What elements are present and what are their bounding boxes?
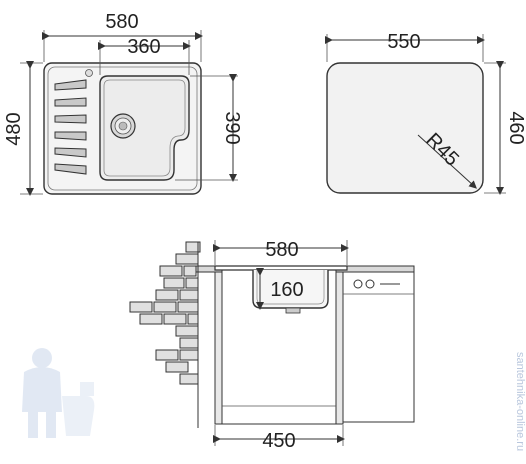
- dimension-label-height: 480: [3, 112, 25, 145]
- drain-icon: [110, 113, 136, 139]
- watermark-plumber-logo: [22, 348, 95, 438]
- cutout-template-view: [325, 34, 506, 195]
- drainboard-ribs: [54, 79, 87, 175]
- sink-bowl: [99, 75, 190, 181]
- dimension-label-cutout-width: 550: [387, 31, 420, 53]
- dimension-label-sink-width: 580: [265, 239, 298, 261]
- knob-icon: [365, 279, 375, 289]
- brick-wall: [129, 241, 201, 385]
- tap-hole-icon: [85, 69, 93, 77]
- dimension-label-cabinet-width: 450: [262, 430, 295, 452]
- sink-top-view: [20, 30, 238, 196]
- watermark-text: santehnika-online.ru: [514, 352, 526, 451]
- dimension-label-width: 580: [105, 11, 138, 33]
- dimension-label-bowl-width: 360: [127, 36, 160, 58]
- dimension-label-bowl-height: 390: [221, 111, 243, 144]
- dimension-label-bowl-depth: 160: [270, 279, 303, 301]
- knob-icon: [353, 279, 363, 289]
- dimension-label-cutout-height: 460: [505, 111, 526, 144]
- installation-section-view: [129, 240, 415, 446]
